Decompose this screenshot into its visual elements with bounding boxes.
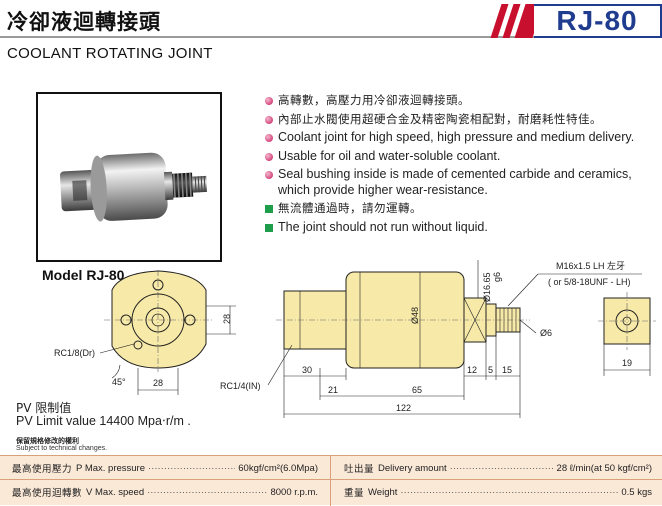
dim-front-height: 28: [222, 314, 232, 324]
spec-row: 最高使用迴轉數 V Max. speed 8000 r.p.m. 重量 Weig…: [0, 480, 662, 504]
spec-cell-delivery: 吐出量 Delivery amount 28 ℓ/min(at 50 kgf/c…: [344, 456, 652, 480]
spec-cell-weight: 重量 Weight 0.5 kgs: [344, 480, 652, 504]
dim-21: 21: [328, 385, 338, 395]
dim-5: 5: [488, 365, 493, 375]
product-photo-image: [59, 152, 208, 222]
dim-end-width: 19: [622, 358, 632, 368]
spec-row: 最高使用壓力 P Max. pressure 60kgf/cm²(6.0Mpa)…: [0, 456, 662, 480]
dim-tolerance: g6: [492, 272, 502, 282]
feature-item: Usable for oil and water-soluble coolant…: [265, 149, 660, 165]
dim-122: 122: [396, 403, 411, 413]
model-tag: RJ-80: [534, 4, 662, 38]
dim-30: 30: [302, 365, 312, 375]
feature-item: 高轉數，高壓力用冷卻液迴轉接頭。: [265, 93, 660, 109]
header-rule: [0, 36, 534, 38]
label-drain-port: RC1/8(Dr): [54, 348, 95, 358]
page-title-en: COOLANT ROTATING JOINT: [7, 45, 213, 62]
pv-label-en: PV Limit value 14400 Mpa‧r/m .: [16, 414, 191, 428]
front-view: 28 28 45° RC1/8(Dr): [54, 270, 236, 395]
spec-divider: [330, 456, 331, 506]
dim-15: 15: [502, 365, 512, 375]
bullet-dot-icon: [265, 115, 273, 124]
notice-en: Subject to technical changes.: [16, 445, 108, 452]
side-view: Ø48 Ø16.65 g6 Ø6 M16x1.5 LH 左牙 ( or 5/8-…: [220, 260, 642, 418]
dim-bore-diameter: Ø6: [540, 328, 552, 338]
dot-leader: [450, 463, 554, 474]
feature-item: Seal bushing inside is made of cemented …: [265, 167, 660, 198]
dim-body-diameter: Ø48: [410, 307, 420, 324]
bullet-dot-icon: [265, 134, 273, 142]
model-label: Model RJ-80: [42, 267, 125, 283]
spec-cell-pressure: 最高使用壓力 P Max. pressure 60kgf/cm²(6.0Mpa): [12, 456, 318, 480]
dim-shaft-diameter: Ø16.65: [482, 272, 492, 302]
dim-65: 65: [412, 385, 422, 395]
pv-label-zh: PV 限制值: [16, 401, 72, 415]
dim-front-width: 28: [153, 378, 163, 388]
page-title-zh: 冷卻液迴轉接頭: [7, 10, 161, 34]
end-view: 19: [598, 292, 656, 376]
feature-list: 高轉數，高壓力用冷卻液迴轉接頭。 內部止水閥使用超硬合金及精密陶瓷相配對，耐磨耗…: [265, 93, 660, 238]
bullet-square-icon: [265, 205, 273, 213]
bullet-dot-icon: [265, 97, 273, 105]
feature-item: 內部止水閥使用超硬合金及精密陶瓷相配對，耐磨耗性特佳。: [265, 112, 660, 128]
feature-item: 無流體通過時，請勿運轉。: [265, 201, 660, 217]
notice-zh: 保留規格修改的權利: [16, 437, 79, 445]
bullet-dot-icon: [265, 152, 273, 161]
label-inlet-port: RC1/4(IN): [220, 381, 261, 391]
dim-angle: 45°: [112, 377, 126, 387]
label-thread-alt: ( or 5/8-18UNF - LH): [548, 277, 631, 287]
product-photo: [36, 92, 222, 262]
label-thread: M16x1.5 LH 左牙: [556, 260, 625, 271]
dot-leader: [148, 463, 235, 474]
bullet-square-icon: [265, 223, 273, 232]
dim-12: 12: [467, 365, 477, 375]
dot-leader: [400, 487, 618, 498]
bullet-dot-icon: [265, 171, 273, 179]
spec-table: 最高使用壓力 P Max. pressure 60kgf/cm²(6.0Mpa)…: [0, 455, 662, 506]
feature-item: Coolant joint for high speed, high press…: [265, 130, 660, 146]
dot-leader: [147, 487, 267, 498]
technical-drawing: 28 28 45° RC1/8(Dr) Ø48 Ø16.65 g6: [54, 260, 656, 418]
feature-item: The joint should not run without liquid.: [265, 220, 660, 236]
spec-cell-speed: 最高使用迴轉數 V Max. speed 8000 r.p.m.: [12, 480, 318, 504]
